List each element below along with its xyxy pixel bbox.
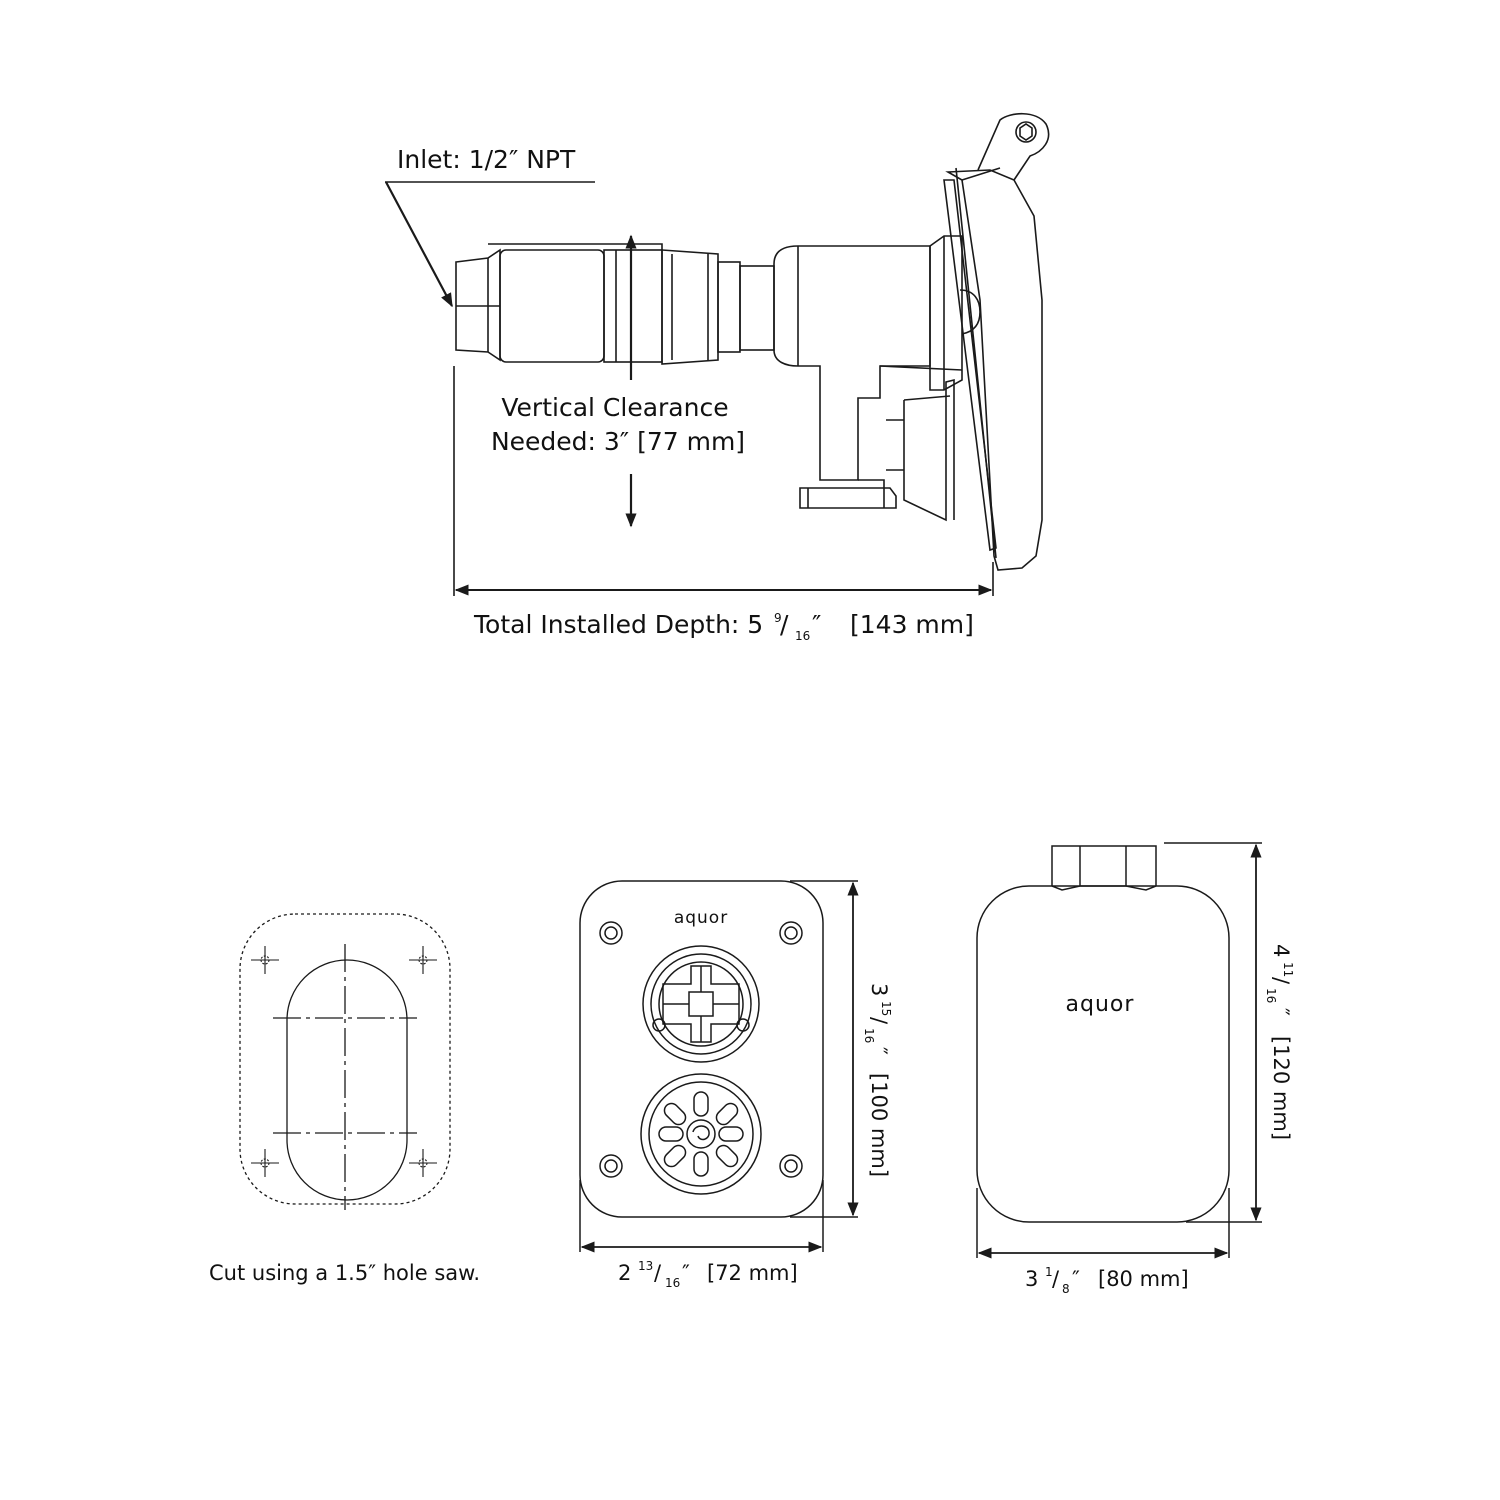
drain-connector-lower xyxy=(640,1073,762,1195)
faceplate-outline xyxy=(579,880,824,1218)
cover-width-den: 8 xyxy=(1062,1282,1070,1296)
cover-width-slash: / xyxy=(1052,1267,1060,1291)
cover-height-label: 4 11 / 16 ″ [120 mm] xyxy=(1264,944,1295,1140)
depth-slash: / xyxy=(780,610,789,639)
depth-mm: [143 mm] xyxy=(850,610,974,639)
clearance-label-line1: Vertical Clearance xyxy=(501,393,728,422)
drain-slots xyxy=(658,1091,744,1177)
faceplate-height-whole: 3 xyxy=(867,983,891,996)
cover-height-num: 11 xyxy=(1281,962,1295,977)
cover-height-whole: 4 xyxy=(1269,944,1293,957)
depth-denominator: 16 xyxy=(795,629,810,643)
mounting-hole-marks xyxy=(251,946,437,1177)
cover-width-inch: ″ xyxy=(1072,1267,1080,1291)
faceplate-height-num: 15 xyxy=(879,1001,893,1016)
cover-plate-side xyxy=(943,112,1050,571)
cover-height-den: 16 xyxy=(1264,988,1278,1003)
faceplate-width-inch: ″ xyxy=(682,1261,690,1285)
faceplate-width-mm: [72 mm] xyxy=(707,1261,798,1285)
faceplate-height-slash: / xyxy=(867,1017,891,1025)
faceplate-width-whole: 2 xyxy=(618,1261,631,1285)
cover-width-mm: [80 mm] xyxy=(1098,1267,1189,1291)
side-view xyxy=(385,112,1050,596)
cover-width-whole: 3 xyxy=(1025,1267,1038,1291)
depth-label: Total Installed Depth: 5 9 / 16 ″ [143 m… xyxy=(473,610,974,643)
inlet-fitting xyxy=(455,243,775,365)
faceplate-width-label: 2 13 / 16 ″ [72 mm] xyxy=(618,1259,798,1290)
cutout-outline-dashed xyxy=(239,913,451,1205)
cover-height-slash: / xyxy=(1269,977,1293,985)
depth-prefix: Total Installed Depth: 5 xyxy=(473,610,763,639)
hose-connector-upper xyxy=(642,945,760,1063)
depth-numerator: 9 xyxy=(774,611,782,625)
faceplate-width-num: 13 xyxy=(638,1259,653,1273)
faceplate-width-den: 16 xyxy=(665,1276,680,1290)
faceplate-height-den: 16 xyxy=(862,1028,876,1043)
faceplate-screw-holes xyxy=(599,921,803,1178)
depth-inch-mark: ″ xyxy=(812,610,821,639)
faceplate-logo: aquor xyxy=(674,908,728,928)
faceplate xyxy=(579,880,859,1253)
inlet-leader-arrow xyxy=(385,181,453,308)
faceplate-width-slash: / xyxy=(654,1261,662,1285)
faceplate-height-inch: ″ xyxy=(867,1047,891,1055)
hole-slot-outline xyxy=(286,959,408,1201)
cover-width-num: 1 xyxy=(1045,1265,1053,1279)
cover-outline xyxy=(976,885,1230,1223)
cover-height-mm: [120 mm] xyxy=(1269,1036,1293,1140)
cover-height-inch: ″ xyxy=(1269,1008,1293,1016)
cover-hinge xyxy=(1051,845,1157,891)
inlet-label: Inlet: 1/2″ NPT xyxy=(397,145,576,174)
clearance-label-line2: Needed: 3″ [77 mm] xyxy=(491,427,745,456)
cutout-caption: Cut using a 1.5″ hole saw. xyxy=(209,1261,480,1285)
cutout-template xyxy=(239,913,451,1210)
faceplate-height-mm: [100 mm] xyxy=(867,1073,891,1177)
valve-body xyxy=(773,235,981,522)
faceplate-height-label: 3 15 / 16 ″ [100 mm] xyxy=(862,983,893,1177)
cover-logo: aquor xyxy=(1066,992,1135,1017)
cover-width-label: 3 1 / 8 ″ [80 mm] xyxy=(1025,1265,1189,1296)
cover xyxy=(976,842,1262,1259)
